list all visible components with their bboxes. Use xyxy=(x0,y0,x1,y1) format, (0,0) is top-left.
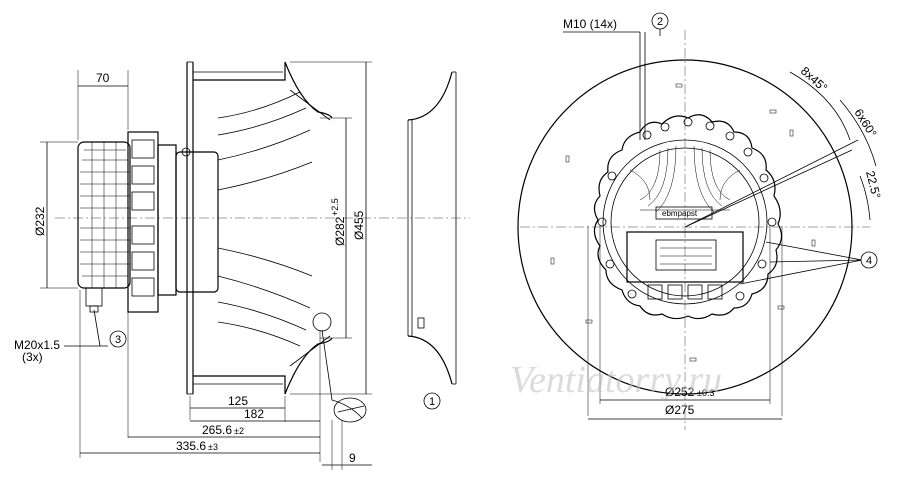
angle-8x45: 8x45° xyxy=(798,64,830,95)
svg-text:2: 2 xyxy=(657,16,663,28)
dim-282-tol: +2.5 xyxy=(330,198,340,216)
side-view: 70 Ø232 Ø282 +2.5 Ø455 125 182 265.6 ±2 … xyxy=(14,61,470,470)
dim-265: 265.6 xyxy=(202,423,232,437)
internal-wiring xyxy=(629,145,741,213)
dim-265-tol: ±2 xyxy=(234,426,244,436)
bolt-label: M10 (14x) xyxy=(563,17,617,31)
dim-335: 335.6 xyxy=(176,439,206,453)
callout-3: 3 xyxy=(109,330,127,348)
dim-335-tol: ±3 xyxy=(208,442,218,452)
angle-6x60: 6x60° xyxy=(851,106,879,140)
watermark: Ventiatorry.ru xyxy=(510,359,722,401)
impeller xyxy=(186,61,333,395)
motor-housing xyxy=(77,131,219,313)
callout-4: 4 xyxy=(860,251,878,269)
dim-182: 182 xyxy=(244,407,264,421)
electronics-box xyxy=(626,231,744,283)
dim-70: 70 xyxy=(96,71,110,85)
dim-232: Ø232 xyxy=(33,206,47,236)
callout-1: 1 xyxy=(423,392,441,410)
svg-text:4: 4 xyxy=(866,255,872,267)
callout-2: 2 xyxy=(651,12,669,30)
bolt-holes xyxy=(597,117,777,301)
inlet-nozzle xyxy=(407,71,457,385)
motor-flange xyxy=(593,114,783,320)
dim-455: Ø455 xyxy=(352,210,366,240)
dim-252: Ø252 xyxy=(665,385,695,399)
cable-gland-label: M20x1.5 xyxy=(14,338,60,352)
dim-275: Ø275 xyxy=(665,403,695,417)
dim-252-tol: ±0.3 xyxy=(697,388,714,398)
brand-plate-text: ebmpapst xyxy=(662,209,698,218)
svg-text:1: 1 xyxy=(429,396,435,408)
impeller-outline xyxy=(517,59,853,395)
svg-text:3: 3 xyxy=(115,334,121,346)
dim-125: 125 xyxy=(228,394,248,408)
angle-22-5: 22.5° xyxy=(863,169,883,200)
dim-282: Ø282 xyxy=(333,216,347,246)
dim-9: 9 xyxy=(349,451,356,465)
cable-gland-count: (3x) xyxy=(22,350,43,364)
